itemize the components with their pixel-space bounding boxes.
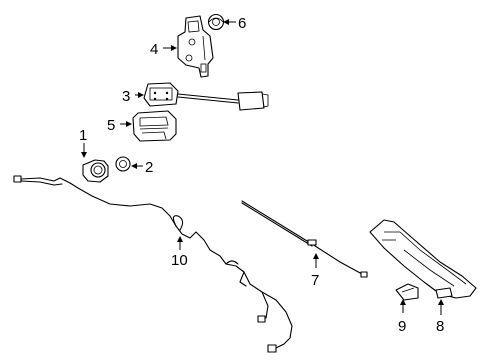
callout-3: 3: [122, 88, 144, 105]
part-7-rod: [241, 200, 368, 278]
part-8-pad: [369, 219, 477, 299]
callout-1-label: 1: [79, 127, 87, 144]
callout-7-label: 7: [311, 272, 319, 289]
callout-6-label: 6: [238, 15, 246, 32]
part-6-grommet: [207, 13, 225, 31]
part-10-wiring-harness: [13, 175, 293, 353]
callout-3-label: 3: [122, 88, 130, 105]
callout-9-label: 9: [398, 318, 406, 335]
callout-10-label: 10: [171, 252, 188, 269]
callout-5-label: 5: [107, 117, 115, 134]
callout-6: 6: [223, 15, 246, 32]
part-4-bracket: [177, 15, 214, 78]
part-2-retainer: [115, 156, 131, 172]
callout-7: 7: [311, 253, 319, 289]
callout-9: 9: [398, 299, 406, 335]
callout-2: 2: [131, 159, 153, 176]
callout-10: 10: [171, 236, 188, 269]
callout-4-label: 4: [150, 41, 158, 58]
callout-4: 4: [150, 41, 177, 58]
callout-1: 1: [79, 127, 87, 158]
callout-8: 8: [436, 299, 444, 335]
part-1-sensor: [82, 159, 109, 183]
callout-2-label: 2: [145, 159, 153, 176]
part-5-camera: [132, 110, 177, 142]
part-9-clip: [395, 283, 419, 301]
part-3-module: [143, 82, 269, 111]
callout-5: 5: [107, 117, 132, 134]
callout-8-label: 8: [436, 318, 444, 335]
